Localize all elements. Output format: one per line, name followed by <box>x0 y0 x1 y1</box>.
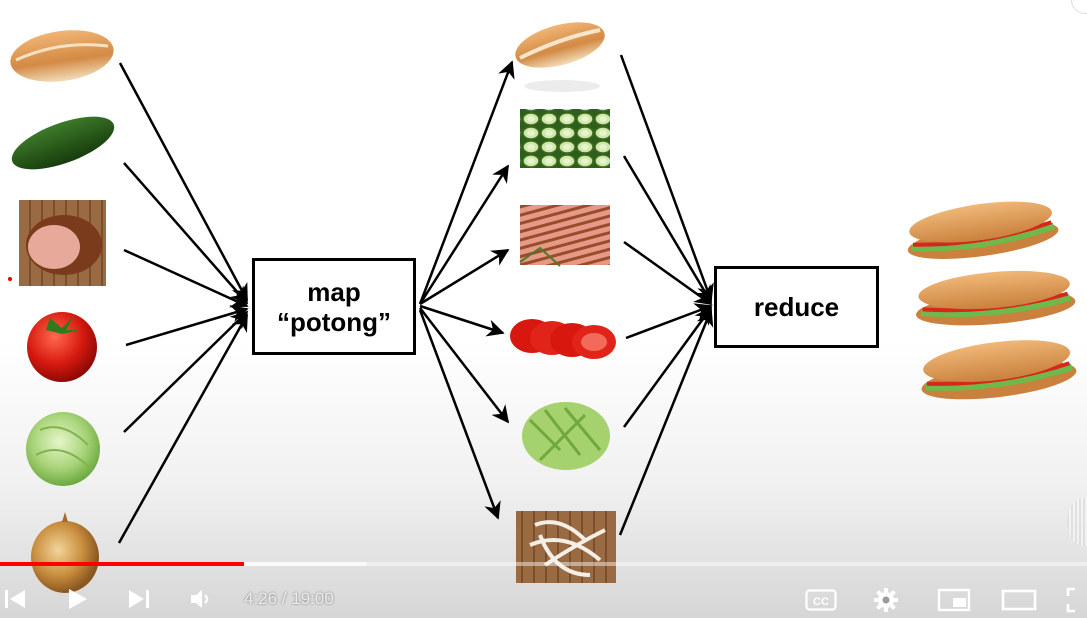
gear-icon <box>874 588 898 612</box>
onion-image <box>31 512 99 593</box>
theater-mode-icon <box>1001 589 1037 611</box>
previous-icon <box>5 590 25 608</box>
miniplayer-button[interactable] <box>936 586 972 614</box>
map-label-line2: “potong” <box>276 306 392 337</box>
captions-icon: CC <box>805 589 837 611</box>
settings-button[interactable] <box>871 585 901 615</box>
map-output-arrows <box>418 60 515 520</box>
next-button[interactable] <box>124 584 154 614</box>
play-button[interactable] <box>62 584 92 614</box>
volume-button[interactable] <box>186 584 216 614</box>
captions-button[interactable]: CC <box>804 586 838 614</box>
reduce-input-arrows <box>618 54 714 536</box>
previous-button[interactable] <box>0 584 30 614</box>
tomato-image <box>27 312 97 382</box>
next-icon <box>129 590 149 608</box>
volume-icon <box>191 590 209 608</box>
progress-bar[interactable] <box>0 562 1087 566</box>
reduce-label: reduce <box>753 291 840 322</box>
time-display: 4:26 / 19:00 <box>244 589 334 608</box>
sandwich-image-1 <box>907 201 1059 259</box>
sandwich-image-3 <box>921 340 1077 400</box>
sliced-bread-roll-image <box>515 22 605 92</box>
cucumber-image <box>11 116 115 170</box>
play-icon <box>69 589 87 609</box>
fullscreen-icon <box>1066 587 1075 613</box>
sliced-ham-image <box>516 201 613 271</box>
sandwich-image-2 <box>915 270 1076 326</box>
red-dot-marker <box>8 277 12 281</box>
shredded-lettuce-image <box>522 402 610 470</box>
theater-mode-button[interactable] <box>1000 586 1038 614</box>
side-disc <box>1067 498 1087 546</box>
lettuce-image <box>26 412 100 486</box>
sliced-onion-image <box>516 511 616 583</box>
bread-roll-image <box>10 30 114 82</box>
fullscreen-button[interactable] <box>1064 586 1087 614</box>
miniplayer-icon <box>937 588 971 612</box>
map-label-line1: map <box>307 276 361 307</box>
sliced-cucumber-image <box>520 109 610 168</box>
ham-image <box>19 200 106 286</box>
progress-played <box>0 562 245 566</box>
sliced-tomato-image <box>510 319 616 359</box>
map-box: map “potong” <box>252 258 416 355</box>
captions-text: CC <box>813 596 829 608</box>
input-arrows <box>117 62 249 544</box>
reduce-box: reduce <box>714 266 879 348</box>
